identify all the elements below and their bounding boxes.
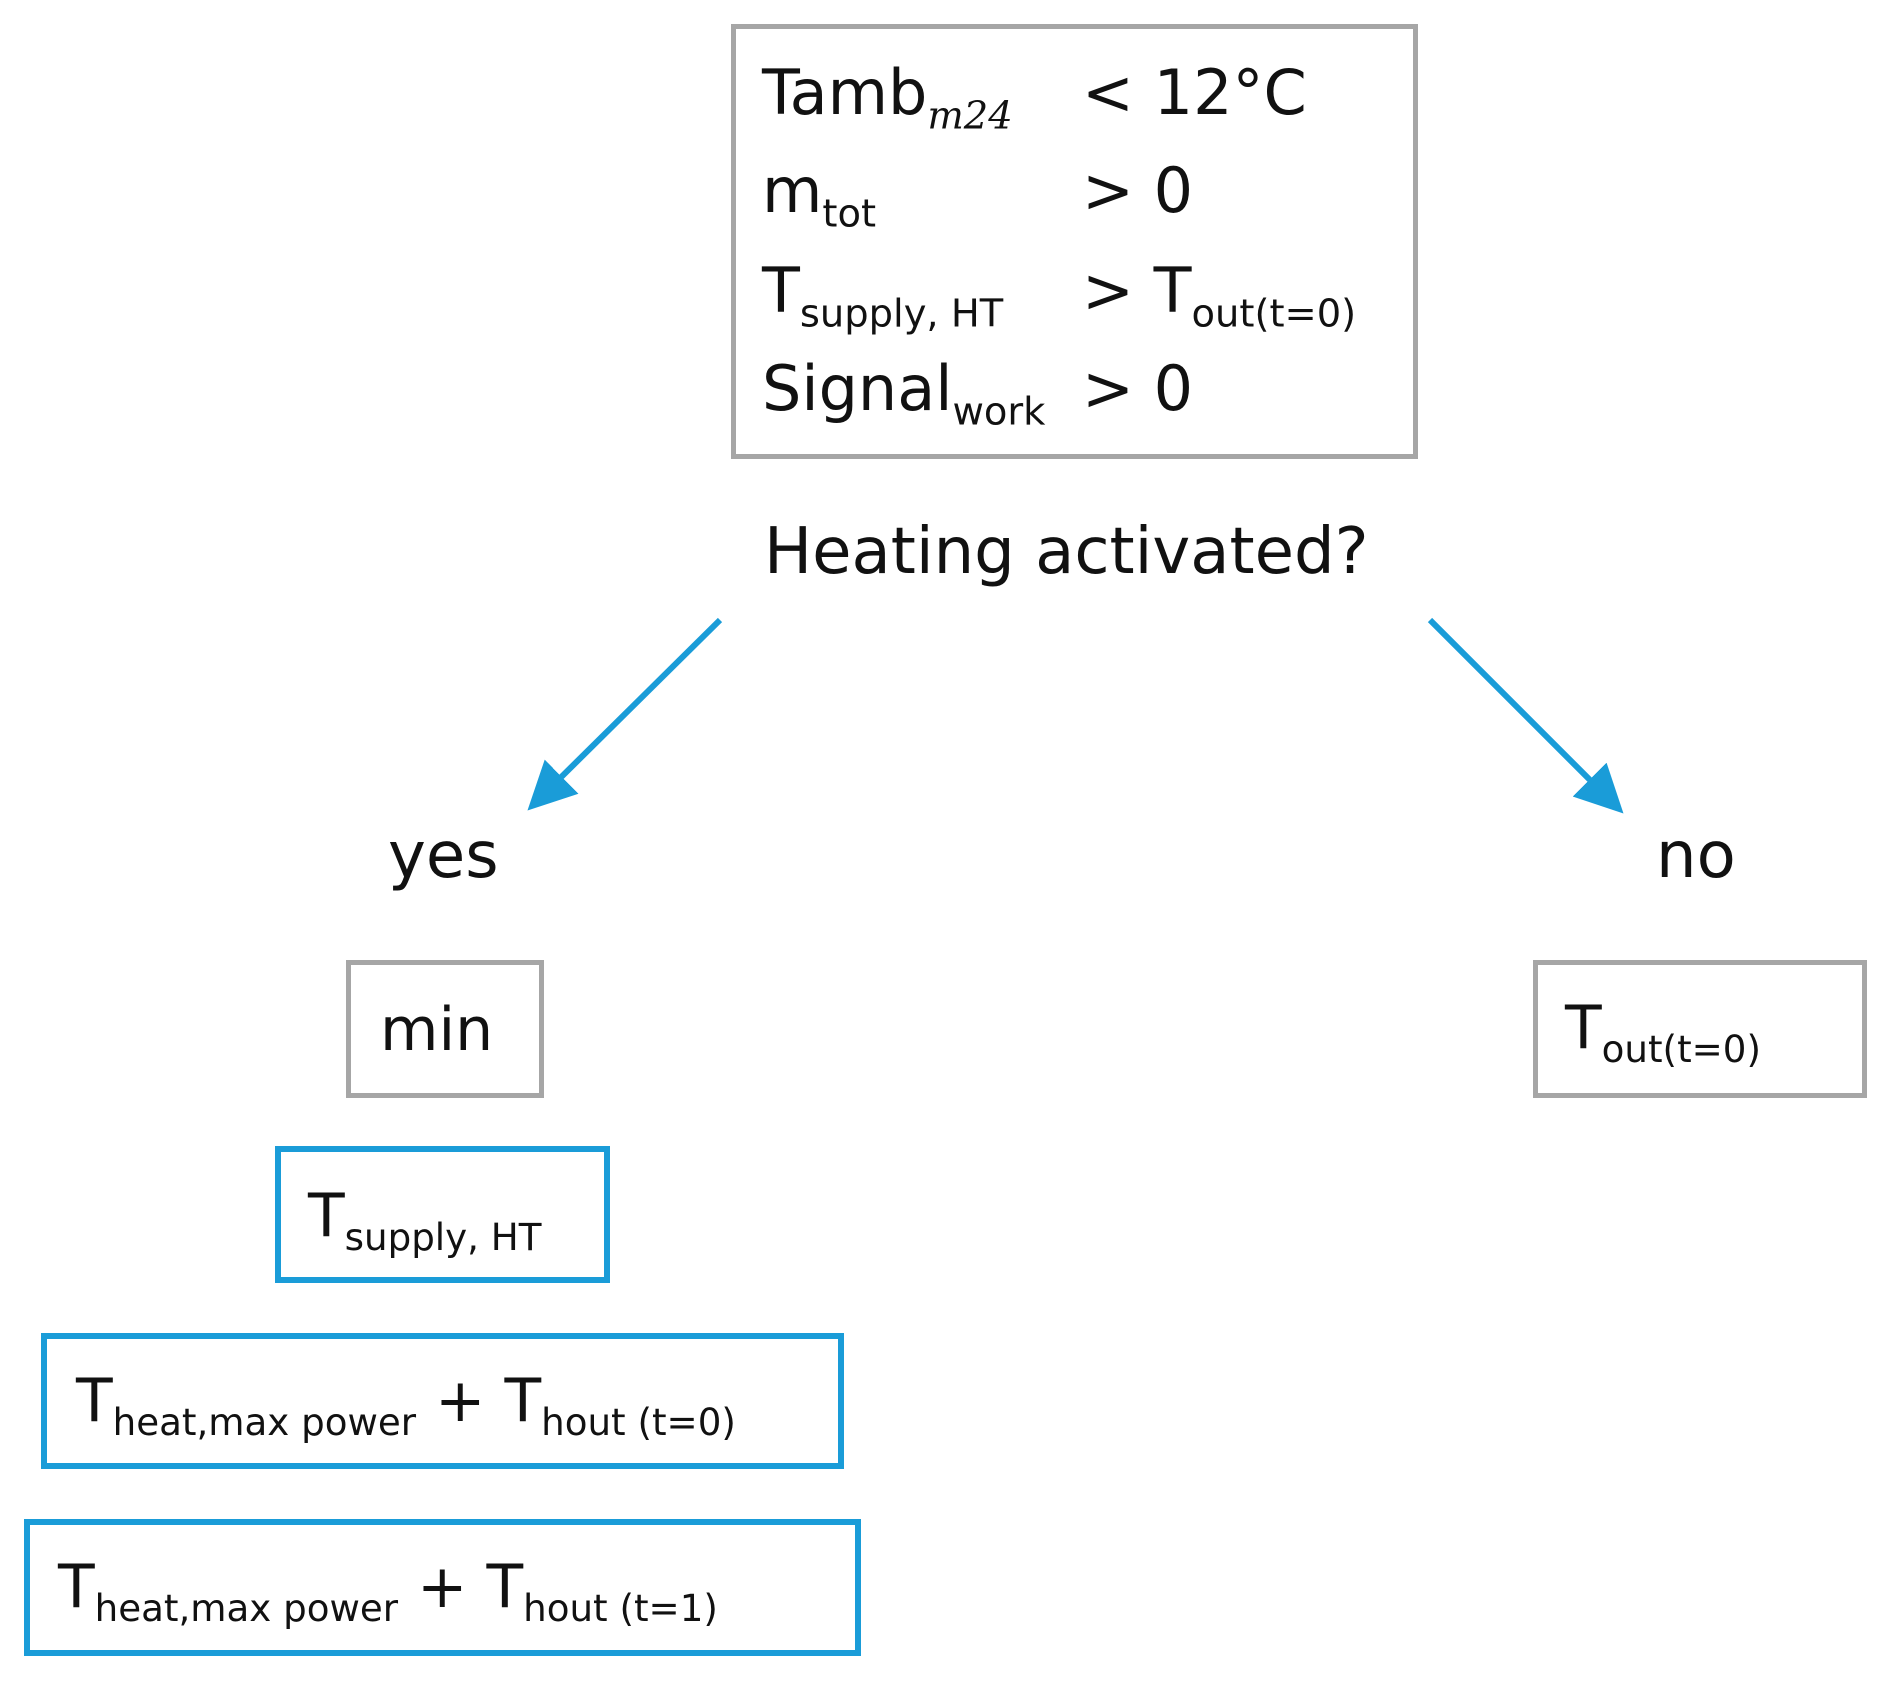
- option-main: T: [76, 1366, 113, 1436]
- option-sub2: hout (t=1): [523, 1586, 718, 1631]
- yes-label: yes: [388, 819, 499, 893]
- option-main2: T: [504, 1366, 542, 1436]
- condition-row-signal: Signalwork: [762, 358, 1045, 432]
- condition-rel-signal: > 0: [1082, 358, 1193, 420]
- option-sub2: hout (t=0): [541, 1400, 736, 1445]
- min-box: [346, 960, 544, 1098]
- no-result-sub: out(t=0): [1601, 1027, 1761, 1072]
- condition-var: T: [762, 254, 800, 327]
- condition-sub: m24: [927, 93, 1013, 139]
- condition-sub: work: [952, 389, 1046, 435]
- arrow-to-no: [1427, 617, 1624, 814]
- question-label: Heating activated?: [764, 515, 1369, 589]
- condition-relation: > 0: [1082, 352, 1194, 425]
- condition-var: m: [762, 154, 823, 227]
- option-sub: heat,max power: [94, 1586, 399, 1631]
- option-sub: heat,max power: [112, 1400, 417, 1445]
- option-heat-t0-text: Theat,max power + Thout (t=0): [76, 1371, 736, 1441]
- condition-relation-sub: out(t=0): [1191, 291, 1357, 337]
- condition-row-tsupply: Tsupply, HT: [762, 260, 1003, 334]
- condition-rel-tsupply: > Tout(t=0): [1082, 260, 1356, 334]
- condition-row-mtot: mtot: [762, 160, 876, 234]
- option-main2: T: [486, 1552, 524, 1622]
- option-heat-t1-text: Theat,max power + Thout (t=1): [58, 1557, 718, 1627]
- condition-var: Tamb: [762, 56, 928, 129]
- option-heat-t0-box: [41, 1333, 844, 1469]
- option-plus: +: [398, 1552, 487, 1622]
- arrow-to-yes: [527, 617, 723, 811]
- option-supply-box: [275, 1146, 610, 1283]
- conditions-box: [731, 24, 1418, 459]
- option-supply-text: Tsupply, HT: [308, 1186, 541, 1256]
- option-heat-t1-box: [24, 1519, 861, 1656]
- no-label: no: [1656, 819, 1736, 893]
- condition-sub: supply, HT: [799, 291, 1004, 337]
- condition-sub: tot: [822, 191, 877, 237]
- option-plus: +: [416, 1366, 505, 1436]
- option-sub: supply, HT: [344, 1215, 542, 1260]
- no-result-box: [1533, 960, 1867, 1098]
- option-main: T: [308, 1181, 345, 1251]
- condition-rel-tamb: < 12°C: [1082, 62, 1307, 124]
- condition-row-tamb: Tambm24: [762, 62, 1013, 136]
- condition-var: Signal: [762, 352, 953, 425]
- option-main: T: [58, 1552, 95, 1622]
- condition-rel-mtot: > 0: [1082, 160, 1193, 222]
- condition-relation: > T: [1082, 254, 1192, 327]
- condition-relation: > 0: [1082, 154, 1194, 227]
- min-label: min: [380, 995, 494, 1065]
- no-result-main: T: [1565, 993, 1602, 1063]
- no-result-text: Tout(t=0): [1565, 998, 1761, 1068]
- condition-relation: < 12°C: [1082, 56, 1307, 129]
